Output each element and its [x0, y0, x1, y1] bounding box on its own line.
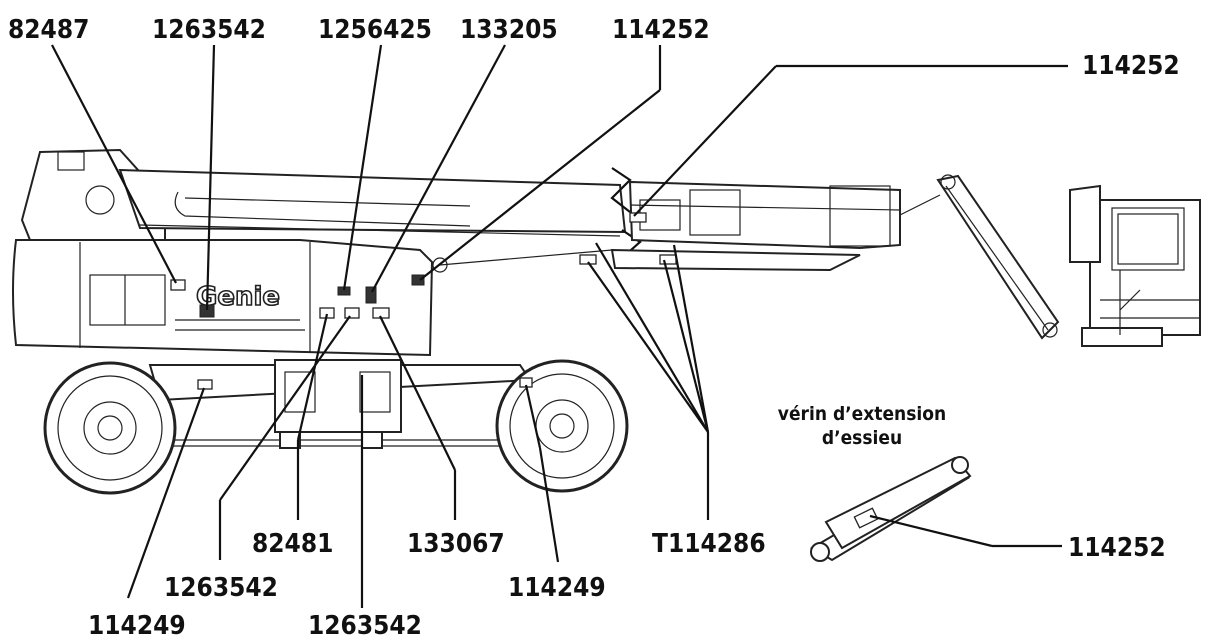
- decal-133205: [365, 286, 377, 304]
- cylinder-caption-line1: vérin d’extension: [778, 403, 946, 425]
- leader-lines: [51, 44, 1068, 608]
- label-82487: 82487: [8, 15, 89, 45]
- label-114249-left: 114249: [88, 611, 186, 641]
- label-1263542-low: 1263542: [164, 573, 278, 603]
- label-133205: 133205: [460, 15, 558, 45]
- label-1263542-top: 1263542: [152, 15, 266, 45]
- label-114252-right: 114252: [1082, 51, 1180, 81]
- decal-82487: [170, 279, 186, 291]
- label-T114286: T114286: [652, 529, 766, 559]
- label-114252-top: 114252: [612, 15, 710, 45]
- label-82481: 82481: [252, 529, 333, 559]
- machine-illustration: Genie: [12, 148, 1201, 495]
- decal-T114286-a: [579, 254, 597, 265]
- decal-114252-body: [411, 274, 425, 286]
- label-1263542-bottom: 1263542: [308, 611, 422, 641]
- label-114249-right: 114249: [508, 573, 606, 603]
- decal-1263542-mid: [344, 307, 360, 319]
- decal-T114286-b: [659, 254, 677, 265]
- decal-114252-cylinder: [853, 507, 879, 529]
- decal-114249-left: [197, 379, 213, 390]
- axle-extension-cylinder-illustration: [810, 456, 972, 562]
- cylinder-caption-line2: d’essieu: [822, 427, 902, 449]
- label-133067: 133067: [407, 529, 505, 559]
- label-1256425: 1256425: [318, 15, 432, 45]
- decal-114252-boom: [629, 212, 647, 223]
- label-114252-cylinder: 114252: [1068, 533, 1166, 563]
